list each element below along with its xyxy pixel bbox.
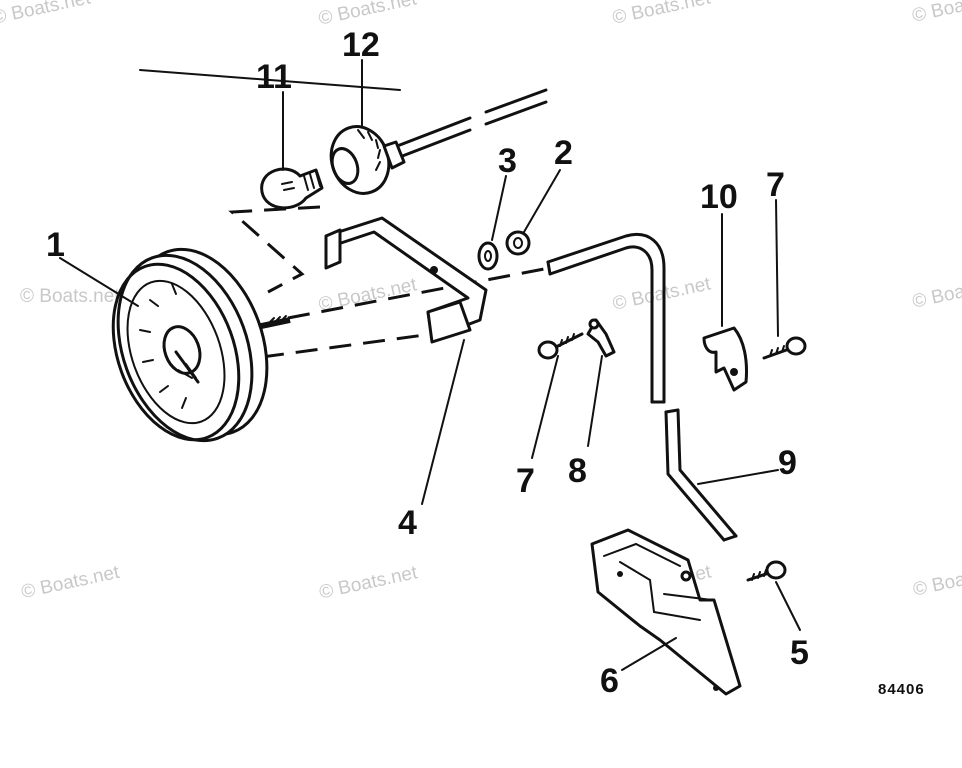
callout-6: 6 bbox=[600, 662, 619, 700]
assembly-lines bbox=[139, 69, 545, 359]
bracket bbox=[324, 216, 488, 344]
watermark: © Boats.net bbox=[611, 273, 713, 314]
watermark: © Boats.net bbox=[910, 0, 962, 27]
latch-bracket bbox=[590, 528, 742, 696]
clip-nut bbox=[586, 318, 616, 358]
nut bbox=[505, 230, 531, 256]
watermark: © Boats.net bbox=[911, 271, 962, 312]
callout-8: 8 bbox=[568, 452, 587, 490]
callout-1: 1 bbox=[46, 226, 65, 264]
callout-5: 5 bbox=[790, 634, 809, 672]
callout-9: 9 bbox=[778, 444, 797, 482]
callout-7: 7 bbox=[516, 462, 535, 500]
watermark: © Boats.net bbox=[0, 0, 93, 29]
callout-3: 3 bbox=[498, 142, 517, 180]
screw bbox=[537, 332, 584, 360]
watermark: © Boats.net bbox=[317, 562, 419, 603]
callout-11: 11 bbox=[256, 58, 292, 96]
callout-layer: 1 12 11 3 2 10 7 7 8 4 9 5 6 bbox=[46, 26, 809, 700]
watermark: © Boats.net bbox=[19, 562, 121, 603]
watermark: © Boats.net bbox=[611, 0, 713, 29]
callout-2: 2 bbox=[554, 134, 573, 172]
cable bbox=[390, 88, 548, 162]
bulb bbox=[260, 167, 324, 210]
callout-4: 4 bbox=[398, 504, 417, 542]
leader-lines bbox=[59, 59, 801, 671]
watermark: © Boats.net bbox=[20, 286, 120, 307]
screw bbox=[762, 336, 807, 360]
figure-code: 84406 bbox=[878, 681, 925, 698]
callout-10: 10 bbox=[700, 178, 738, 216]
gauge bbox=[111, 247, 291, 443]
watermark: © Boats.net bbox=[911, 559, 962, 600]
bent-rod bbox=[546, 233, 738, 542]
washer bbox=[477, 241, 499, 271]
bulb-socket bbox=[329, 125, 406, 195]
clip bbox=[702, 326, 748, 392]
callout-7: 7 bbox=[766, 166, 785, 204]
screw bbox=[746, 560, 787, 582]
callout-12: 12 bbox=[342, 26, 380, 64]
